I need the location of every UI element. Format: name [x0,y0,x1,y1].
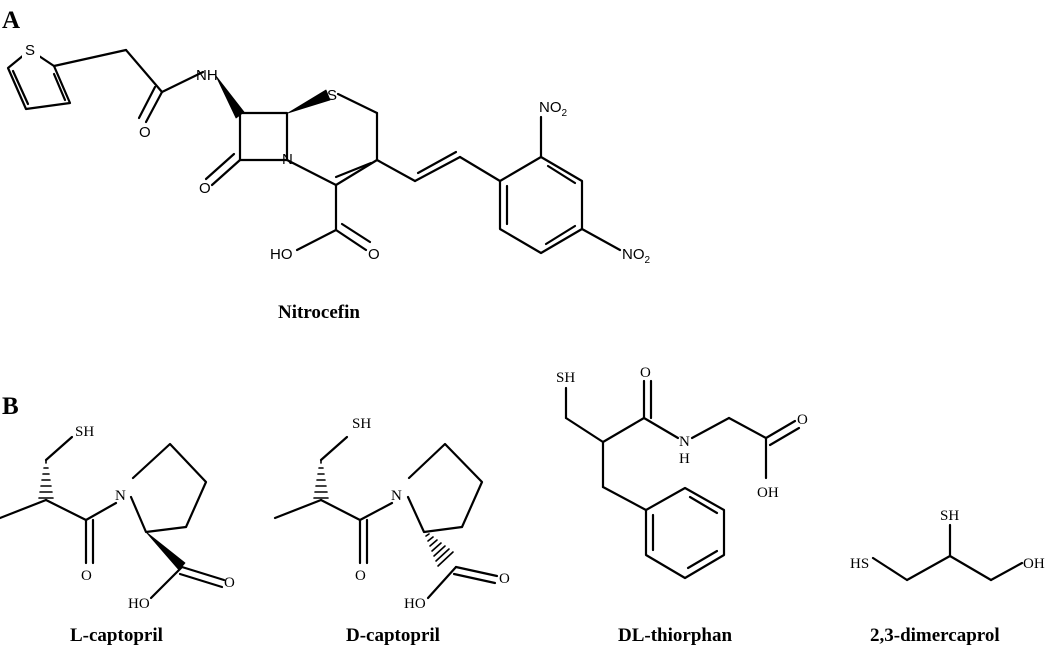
panel-label-b: B [2,393,19,420]
atom-n-amide: N [679,434,690,450]
atom-o-acid: O [224,575,235,591]
atom-sh: SH [940,508,959,524]
atom-sh: SH [75,424,94,440]
label-nitrocefin: Nitrocefin [278,302,360,323]
atom-nh-amide: NH [196,67,218,84]
atom-ho: HO [128,596,150,612]
atom-sh: SH [352,416,371,432]
atom-oh: OH [1023,556,1045,572]
nitrocefin-structure: S O NH S N O HO O NO2 NO2 [6,40,651,266]
label-l-captopril: L-captopril [70,625,163,646]
atom-s-thiazine: S [327,87,337,104]
atom-o-lactam: O [199,180,211,197]
atom-no2-para: NO2 [622,246,651,266]
atom-oh: OH [757,485,779,501]
atom-ho: HO [404,596,426,612]
atom-no2-ortho: NO2 [539,99,568,119]
label-d-captopril: D-captopril [346,625,440,646]
atom-n: N [391,488,402,504]
atom-hs: HS [850,556,869,572]
atom-o-amide: O [355,568,366,584]
label-dl-thiorphan: DL-thiorphan [618,625,732,646]
atom-n-lactam: N [282,151,293,168]
atom-o-amide: O [139,124,151,141]
panel-label-a: A [2,7,20,34]
atom-o-amide: O [81,568,92,584]
atom-o-acid: O [368,246,380,263]
atom-h-amide: H [679,451,690,467]
atom-n: N [115,488,126,504]
l-captopril-structure: SH N O HO O [0,424,235,612]
atom-o-acid: O [499,571,510,587]
atom-o-acid: O [797,412,808,428]
atom-ho-acid: HO [270,246,293,263]
atom-sh: SH [556,370,575,386]
atom-s-thiophene: S [25,42,35,59]
dl-thiorphan-structure: SH O N H O OH [556,365,808,580]
dimercaprol-structure: HS SH OH [850,508,1045,582]
atom-o-amide: O [640,365,651,381]
d-captopril-structure: SH N O HO O [273,416,510,612]
label-dimercaprol: 2,3-dimercaprol [870,625,1000,646]
